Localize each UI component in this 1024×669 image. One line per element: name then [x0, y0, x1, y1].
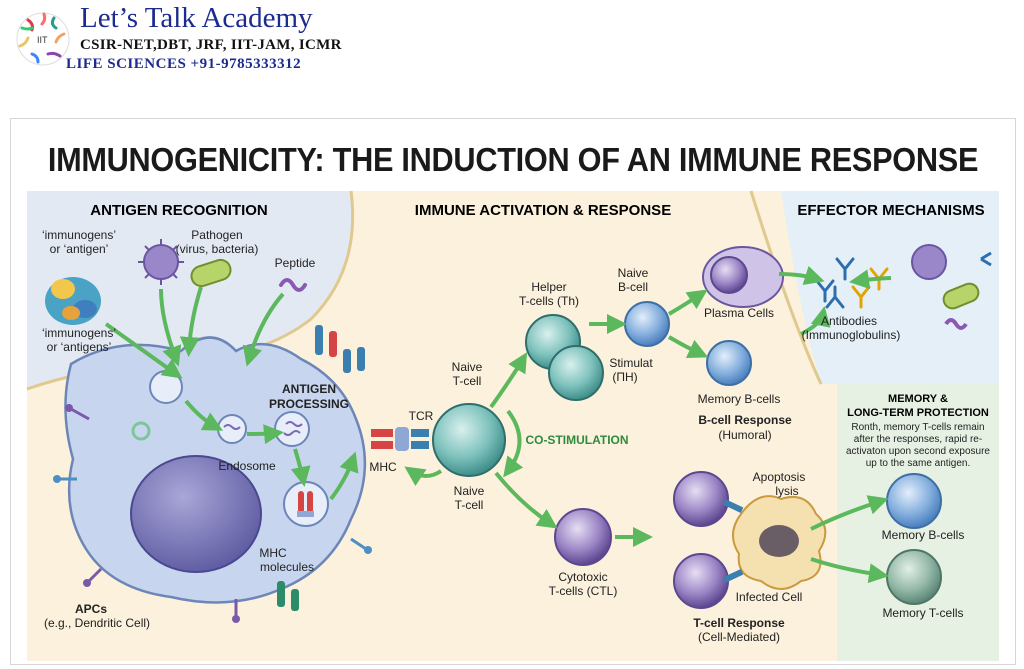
label-cytotoxic-l2: T-cells (CTL)	[549, 584, 618, 598]
label-infected-cell: Infected Cell	[736, 590, 803, 604]
label-immunogens1-l2: or ‘antigen’	[50, 242, 109, 256]
label-peptide: Peptide	[275, 256, 316, 270]
label-apcs-example: (e.g., Dendritic Cell)	[44, 616, 150, 630]
label-cell-mediated: (Cell-Mediated)	[698, 630, 780, 644]
label-mhc-molecules-l2: molecules	[260, 560, 314, 574]
apc-cell	[53, 325, 372, 623]
label-apcs: APCs	[75, 602, 107, 616]
label-stimulat-l1: Stimulat	[609, 356, 653, 370]
label-naive-bcell-l2: B-cell	[618, 280, 648, 294]
mhc-receptor-cluster	[277, 325, 365, 611]
label-plasma-cells: Plasma Cells	[704, 306, 774, 320]
plasma-cell	[702, 246, 784, 308]
label-naive-tcell-bottom-l2: T-cell	[455, 498, 484, 512]
peptide-icon	[279, 278, 307, 292]
label-naive-tcell-bottom-l1: Naive	[454, 484, 485, 498]
effector-bacteria-icon	[942, 282, 980, 310]
label-naive-tcell-top-l1: Naive	[452, 360, 483, 374]
memory-bcell-mid	[706, 340, 752, 386]
label-costimulation: CO-STIMULATION	[525, 433, 628, 447]
academy-exams: CSIR-NET,DBT, JRF, IIT-JAM, ICMR	[80, 37, 342, 53]
diagram-title: IMMUNOGENICITY: THE INDUCTION OF AN IMMU…	[47, 141, 979, 178]
label-tcr: TCR	[409, 409, 434, 423]
label-immunogens2-l2: or ‘antigens’	[47, 340, 112, 354]
label-antibodies-l2: (Immunoglobulins)	[802, 328, 901, 342]
label-humoral: (Humoral)	[718, 428, 771, 442]
academy-name: Let’s Talk Academy	[80, 2, 313, 34]
label-cytotoxic-l1: Cytotoxic	[558, 570, 607, 584]
costim-arc-icon	[503, 409, 524, 478]
label-helper-l1: Helper	[531, 280, 566, 294]
label-antigen-processing-l1: ANTIGEN	[282, 382, 336, 396]
section-memory-line2: LONG-TERM PROTECTION	[847, 407, 989, 419]
bacteria-icon	[190, 258, 232, 288]
cytotoxic-tcell	[554, 508, 612, 566]
academy-subject-phone: LIFE SCIENCES +91-9785333312	[66, 56, 302, 72]
section-effector: EFFECTOR MECHANISMS	[797, 202, 984, 219]
label-naive-tcell-top-l2: T-cell	[453, 374, 482, 388]
label-pathogen-l2: (virus, bacteria)	[176, 242, 259, 256]
flow-arrows	[104, 265, 892, 584]
protein-antigen-icon	[45, 277, 101, 325]
label-memory-bcells: Memory B-cells	[882, 528, 965, 542]
label-stimulat-l2: (ΠH)	[612, 370, 637, 384]
virus-icon	[138, 239, 184, 285]
label-naive-bcell-l1: Naive	[618, 266, 649, 280]
label-tcell-response: T-cell Response	[693, 616, 785, 630]
diagram-canvas: ANTIGEN RECOGNITION IMMUNE ACTIVATION & …	[26, 190, 999, 661]
label-pathogen-l1: Pathogen	[191, 228, 242, 242]
label-immunogens2-l1: ‘immunogens’	[42, 326, 116, 340]
label-immunogens1-l1: ‘immunogens’	[42, 228, 116, 242]
naive-tcell	[432, 403, 506, 477]
helper-tcell-2	[548, 345, 604, 401]
label-helper-l2: T-cells (Th)	[519, 294, 579, 308]
effector-virus-icon	[911, 244, 992, 280]
infographic: IMMUNOGENICITY: THE INDUCTION OF AN IMMU…	[10, 118, 1016, 665]
section-memory-line1: MEMORY &	[888, 393, 948, 405]
svg-text:IIT: IIT	[37, 35, 48, 45]
label-memory-bcells-mid: Memory B-cells	[698, 392, 781, 406]
academy-logo-icon: IIT	[16, 12, 70, 66]
academy-header: IIT Let’s Talk Academy CSIR-NET,DBT, JRF…	[0, 0, 400, 80]
memory-tcell	[886, 549, 942, 605]
label-antibodies-l1: Antibodies	[821, 314, 877, 328]
memory-desc-l4: up to the same antigen.	[866, 458, 971, 469]
recognition-background	[27, 191, 353, 389]
ctl-attacking-1	[673, 471, 729, 527]
memory-desc-l2: after the responses, rapid re-	[854, 434, 982, 445]
section-recognition: ANTIGEN RECOGNITION	[90, 202, 268, 219]
label-mhc-molecules-l1: MHC	[259, 546, 287, 560]
section-activation: IMMUNE ACTIVATION & RESPONSE	[415, 202, 671, 219]
label-bcell-response: B-cell Response	[698, 413, 792, 427]
infected-cell	[722, 495, 827, 590]
effector-background	[781, 191, 999, 384]
memory-desc-l3: activaton upon second exposure	[846, 446, 990, 457]
ctl-attacking-2	[673, 553, 729, 609]
label-apoptosis-l2: lysis	[775, 484, 798, 498]
tcr-mhc-synapse	[371, 427, 429, 451]
memory-desc-l1: Ronth, memory T-cells remain	[851, 422, 984, 433]
memory-bcell	[886, 473, 942, 529]
naive-bcell	[624, 301, 670, 347]
label-mhc: MHC	[369, 460, 397, 474]
label-antigen-processing-l2: PROCESSING	[269, 397, 349, 411]
label-memory-tcells: Memory T-cells	[882, 606, 963, 620]
effector-peptide-icon	[944, 318, 968, 330]
label-apoptosis-l1: Apoptosis	[753, 470, 806, 484]
label-endosome: Endosome	[218, 459, 276, 473]
